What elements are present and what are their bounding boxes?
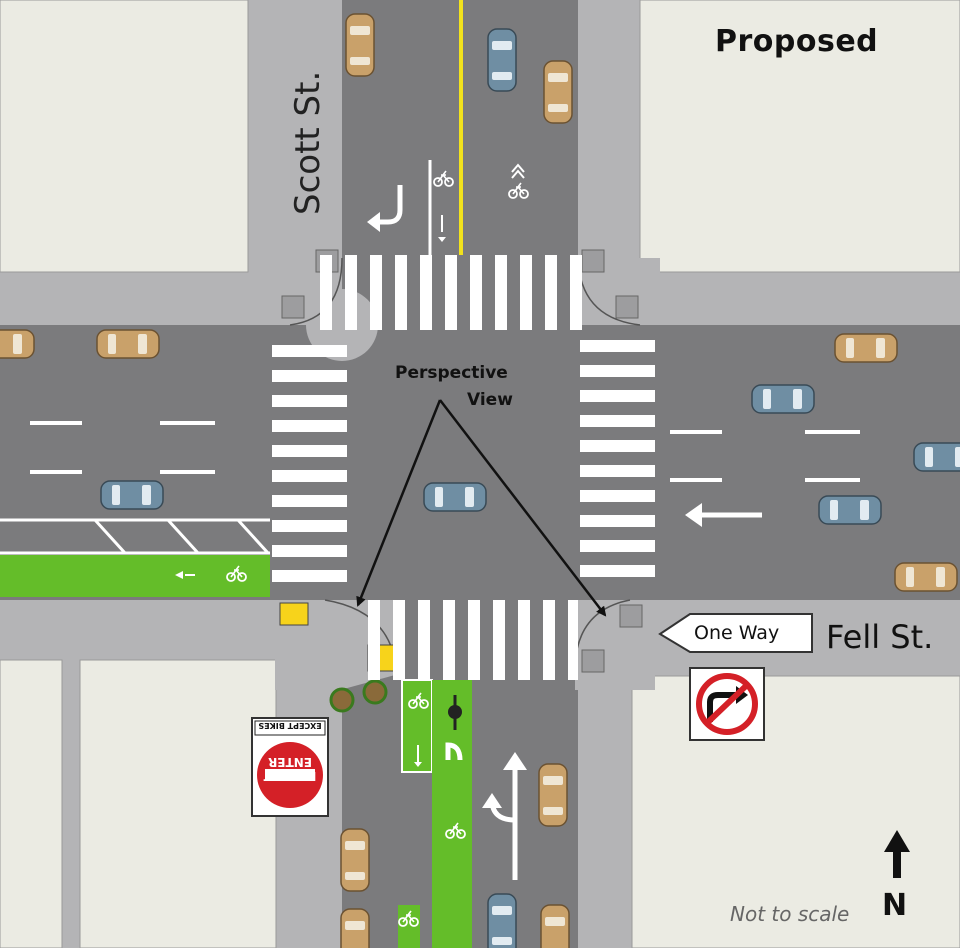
bike-buffer <box>0 518 270 555</box>
scale-note: Not to scale <box>730 902 850 926</box>
arrowheads <box>175 212 702 808</box>
perspective-line2: View <box>467 390 513 410</box>
planter <box>329 687 355 713</box>
page-title: Proposed <box>715 24 879 59</box>
crosswalk-west <box>272 345 347 582</box>
no-right-turn-icon <box>689 667 765 741</box>
north-arrow-icon <box>884 830 910 878</box>
do-not-enter-label: DO NOT ENTER <box>259 755 321 783</box>
street-label-fell: Fell St. <box>826 618 934 656</box>
do-not-enter-sign <box>251 717 329 817</box>
perspective-arrows <box>356 399 607 617</box>
street-label-scott: Scott St. <box>288 70 328 215</box>
north-label: N <box>882 888 908 923</box>
bike-lanes <box>0 555 472 948</box>
crosswalk-east <box>580 340 655 577</box>
one-way-sign <box>658 613 813 653</box>
lane-dashes <box>30 421 860 482</box>
perspective-view-label: Perspective View <box>395 360 513 414</box>
sharrow <box>511 163 525 179</box>
bike-signal-icon <box>448 695 462 730</box>
crosswalk-north <box>320 255 582 330</box>
crosswalk-south <box>368 600 578 680</box>
bulb-square <box>279 602 309 626</box>
perspective-line1: Perspective <box>395 363 508 383</box>
enter-text: ENTER <box>268 755 312 769</box>
except-bikes-label: EXCEPT BIKES <box>258 721 322 730</box>
planter <box>362 679 388 705</box>
do-not-text: DO NOT <box>263 769 317 783</box>
one-way-label: One Way <box>694 622 780 644</box>
